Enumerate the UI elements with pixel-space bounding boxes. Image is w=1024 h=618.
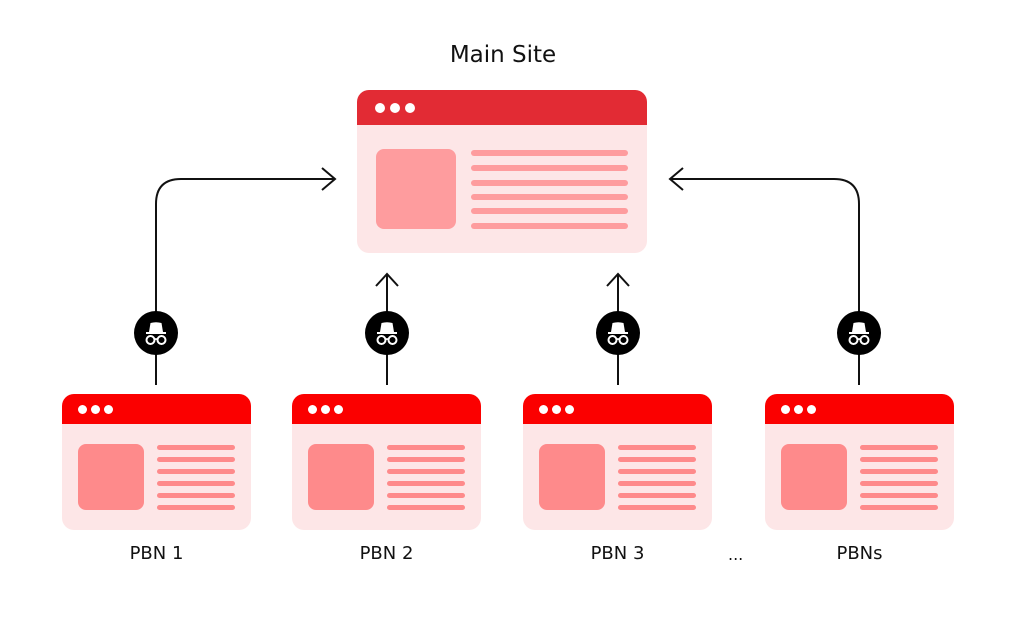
window-controls xyxy=(308,405,343,414)
text-line xyxy=(157,445,235,450)
text-line xyxy=(387,469,465,474)
incognito-icon xyxy=(365,311,409,355)
text-line xyxy=(387,445,465,450)
pbn-window-1 xyxy=(62,394,251,530)
window-dot xyxy=(78,405,87,414)
text-line xyxy=(860,457,938,462)
window-dot xyxy=(781,405,790,414)
text-line xyxy=(157,457,235,462)
pbn-window-2 xyxy=(292,394,481,530)
text-line xyxy=(860,481,938,486)
window-controls xyxy=(375,103,415,113)
text-line xyxy=(860,445,938,450)
window-dot xyxy=(91,405,100,414)
arrowhead-pbn1 xyxy=(321,167,337,191)
window-titlebar xyxy=(765,394,954,424)
text-line xyxy=(471,180,628,186)
text-line xyxy=(157,469,235,474)
text-line xyxy=(618,505,696,510)
window-titlebar xyxy=(357,90,647,125)
window-dot xyxy=(539,405,548,414)
text-line xyxy=(618,469,696,474)
window-controls xyxy=(539,405,574,414)
window-titlebar xyxy=(523,394,712,424)
window-dot xyxy=(321,405,330,414)
text-line xyxy=(860,493,938,498)
text-line xyxy=(618,493,696,498)
text-line xyxy=(471,165,628,171)
text-line xyxy=(157,493,235,498)
incognito-glyph xyxy=(376,322,398,345)
window-dot xyxy=(390,103,400,113)
main-site-title: Main Site xyxy=(449,42,557,68)
window-dot xyxy=(794,405,803,414)
text-line xyxy=(860,505,938,510)
arrow-pbns-to-main xyxy=(670,178,860,385)
pbn-window-3 xyxy=(523,394,712,530)
window-titlebar xyxy=(292,394,481,424)
window-dot xyxy=(405,103,415,113)
pbn-label: PBN 3 xyxy=(590,543,645,564)
text-line xyxy=(471,150,628,156)
image-placeholder xyxy=(781,444,847,510)
image-placeholder xyxy=(78,444,144,510)
text-line xyxy=(387,481,465,486)
window-dot xyxy=(565,405,574,414)
image-placeholder xyxy=(308,444,374,510)
text-line xyxy=(387,457,465,462)
incognito-glyph xyxy=(607,322,629,345)
text-line xyxy=(618,457,696,462)
text-line xyxy=(387,505,465,510)
more-ellipsis: ... xyxy=(728,545,744,564)
pbn-label: PBN 2 xyxy=(359,543,414,564)
text-line xyxy=(387,493,465,498)
window-controls xyxy=(78,405,113,414)
arrowhead-pbn3 xyxy=(606,272,630,287)
pbn-window-n xyxy=(765,394,954,530)
incognito-icon xyxy=(837,311,881,355)
window-titlebar xyxy=(62,394,251,424)
image-placeholder xyxy=(539,444,605,510)
window-dot xyxy=(375,103,385,113)
text-line xyxy=(618,445,696,450)
arrow-pbn1-to-main xyxy=(155,178,335,385)
window-controls xyxy=(781,405,816,414)
text-line xyxy=(860,469,938,474)
text-line xyxy=(157,505,235,510)
text-line xyxy=(471,223,628,229)
incognito-icon xyxy=(596,311,640,355)
text-line xyxy=(471,208,628,214)
window-dot xyxy=(807,405,816,414)
incognito-glyph xyxy=(145,322,167,345)
image-placeholder xyxy=(376,149,456,229)
arrowhead-pbn2 xyxy=(375,272,399,287)
window-dot xyxy=(104,405,113,414)
pbn-label: PBNs xyxy=(836,543,883,564)
text-line xyxy=(471,194,628,200)
text-line xyxy=(618,481,696,486)
incognito-icon xyxy=(134,311,178,355)
incognito-glyph xyxy=(848,322,870,345)
pbn-label: PBN 1 xyxy=(129,543,184,564)
text-line xyxy=(157,481,235,486)
main-site-window xyxy=(357,90,647,253)
window-dot xyxy=(552,405,561,414)
window-dot xyxy=(334,405,343,414)
window-dot xyxy=(308,405,317,414)
arrowhead-pbns xyxy=(668,167,684,191)
